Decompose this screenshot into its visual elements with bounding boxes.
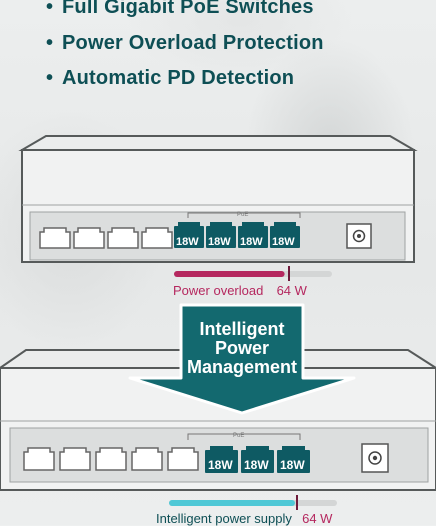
- top-poe-ports: [174, 222, 300, 248]
- bottom-poe-ports: [205, 446, 310, 473]
- overload-status-value: 64 W: [276, 283, 307, 298]
- feature-bullet-gigabit: •Full Gigabit PoE Switches: [46, 0, 314, 18]
- intelligent-management-arrow: [128, 303, 356, 415]
- supply-status-text: Intelligent power supply: [156, 511, 292, 526]
- bottom-port-watt-2: 18W: [244, 458, 269, 472]
- bottom-ethernet-ports: [23, 447, 199, 471]
- supply-status-value: 64 W: [302, 511, 333, 526]
- top-port-watt-4: 18W: [272, 236, 295, 248]
- bottom-port-watt-1: 18W: [208, 458, 233, 472]
- bottom-poe-label: PoE: [233, 433, 244, 439]
- feature-bullet-overload: •Power Overload Protection: [46, 32, 324, 54]
- bottom-port-watt-3: 18W: [280, 458, 305, 472]
- top-port-watt-3: 18W: [240, 236, 263, 248]
- top-poe-label: PoE: [237, 212, 248, 218]
- feature-bullet-pd-detection: •Automatic PD Detection: [46, 67, 295, 89]
- supply-status-label: Intelligent power supply 64 W: [156, 511, 332, 526]
- top-power-jack: [346, 223, 372, 249]
- top-port-watt-1: 18W: [176, 236, 199, 248]
- bottom-switch: PoE 18W 18W 18W: [0, 349, 436, 510]
- overload-status-label: Power overload 64 W: [173, 283, 307, 298]
- top-overload-bar: [174, 266, 332, 281]
- arrow-label: Intelligent Power Management: [186, 319, 298, 377]
- top-port-watt-2: 18W: [208, 236, 231, 248]
- overload-status-text: Power overload: [173, 283, 264, 298]
- bottom-supply-bar: [169, 495, 337, 510]
- top-ethernet-ports: [39, 227, 173, 249]
- top-switch: PoE 18W 18W 18W 18W: [18, 135, 418, 281]
- bottom-power-jack: [361, 443, 389, 473]
